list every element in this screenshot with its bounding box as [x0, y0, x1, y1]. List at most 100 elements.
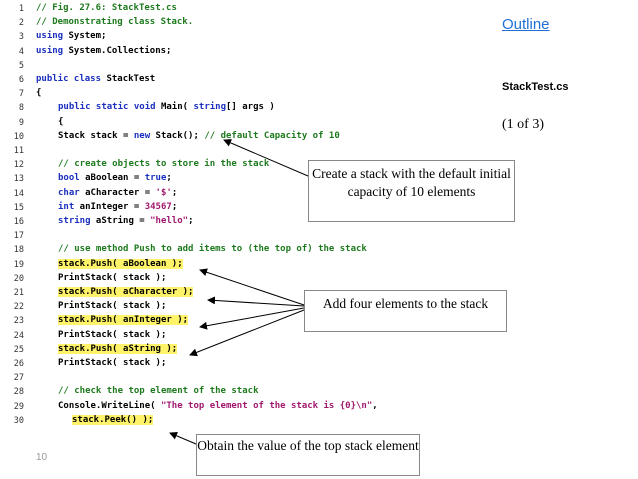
code-row: 27 [0, 371, 500, 385]
line-number: 19 [13, 259, 24, 270]
code-line-29: Console.WriteLine( "The top element of t… [58, 401, 378, 411]
code-line-3: using System; [36, 31, 106, 41]
code-text: anInteger = [74, 201, 145, 212]
line-number: 10 [13, 131, 24, 142]
keyword: int [58, 201, 75, 212]
code-text: ; [171, 187, 178, 198]
code-text: ; [166, 173, 172, 184]
code-text: , [372, 400, 378, 411]
callout-push-elements: Add four elements to the stack [304, 290, 507, 332]
code-row: 24 PrintStack( stack ); [0, 329, 500, 343]
code-text: Console.WriteLine( [58, 400, 161, 411]
code-line-13: bool aBoolean = true; [58, 173, 172, 183]
code-line-24: PrintStack( stack ); [58, 329, 167, 340]
code-line-14: char aCharacter = '$'; [58, 188, 177, 198]
line-number: 22 [13, 302, 24, 313]
callout-peek-top: Obtain the value of the top stack elemen… [196, 434, 420, 476]
code-comment: // default Capacity of 10 [204, 130, 340, 141]
code-text: aBoolean = [79, 173, 145, 184]
string-literal: "hello" [150, 216, 189, 226]
code-line-16: string aString = "hello"; [58, 216, 193, 226]
callout-default-capacity: Create a stack with the default initial … [308, 160, 515, 222]
keyword: public static void [58, 102, 156, 113]
code-line-4: using System.Collections; [36, 46, 171, 56]
keyword: string [58, 216, 91, 226]
code-line-15: int anInteger = 34567; [58, 202, 177, 212]
code-row: 25 stack.Push( aString ); [0, 343, 500, 357]
code-line-22: PrintStack( stack ); [58, 301, 167, 312]
line-number: 12 [13, 160, 24, 171]
line-number: 29 [13, 401, 24, 412]
line-number: 6 [18, 75, 24, 85]
code-text: aString = [90, 216, 151, 226]
code-text: StackTest [101, 74, 156, 84]
line-number: 17 [13, 231, 24, 242]
code-line-18: // use method Push to add items to (the … [58, 244, 367, 255]
code-text: ; [188, 216, 194, 226]
line-number: 20 [13, 273, 24, 284]
file-name-label: StackTest.cs [502, 81, 569, 93]
line-number: 16 [13, 217, 24, 227]
line-number: 30 [13, 415, 24, 426]
code-text: [] args ) [226, 102, 275, 113]
code-listing-continued [0, 0, 500, 479]
code-text: aCharacter = [79, 187, 156, 198]
keyword: true [144, 173, 167, 184]
keyword: public class [36, 74, 102, 84]
line-number: 5 [18, 60, 24, 71]
line-number: 14 [13, 188, 24, 199]
line-number: 28 [13, 387, 24, 398]
keyword: using [36, 31, 64, 42]
keyword: string [193, 102, 226, 113]
code-text: System.Collections; [63, 45, 172, 56]
code-line-30: stack.Peek() ); [72, 414, 154, 425]
keyword: new [133, 130, 151, 141]
code-row: 26 PrintStack( stack ); [0, 357, 500, 371]
code-line-1: // Fig. 27.6: StackTest.cs [36, 3, 177, 13]
code-line-6: public class StackTest [36, 74, 155, 84]
code-line-8: public static void Main( string[] args ) [58, 102, 275, 112]
string-literal: '$' [155, 187, 172, 198]
line-number: 18 [13, 245, 24, 256]
line-number: 9 [18, 117, 24, 128]
code-line-7: { [36, 88, 42, 99]
code-row: 28 // check the top element of the stack [0, 385, 500, 399]
code-line-20: PrintStack( stack ); [58, 272, 167, 283]
code-line-28: // check the top element of the stack [58, 386, 259, 397]
slide-number: 10 [36, 452, 48, 463]
line-number: 13 [13, 174, 24, 185]
line-number: 4 [18, 46, 24, 57]
line-number: 23 [13, 316, 24, 327]
code-row: 29 Console.WriteLine( "The top element of… [0, 400, 500, 414]
code-text: Main( [155, 102, 194, 113]
code-line-26: PrintStack( stack ); [58, 358, 167, 368]
code-line-23: stack.Push( anInteger ); [58, 315, 189, 326]
code-line-9: { [58, 116, 64, 127]
line-number: 15 [13, 202, 24, 213]
keyword: using [36, 45, 64, 56]
line-number: 25 [13, 344, 24, 355]
line-number: 26 [13, 359, 24, 369]
keyword: char [58, 187, 80, 198]
page-indicator: (1 of 3) [502, 117, 544, 132]
line-number: 21 [13, 288, 24, 298]
line-number: 2 [18, 18, 24, 29]
line-number: 24 [13, 330, 24, 341]
code-text: ; [171, 201, 178, 212]
code-line-25: stack.Push( aString ); [58, 343, 178, 354]
code-line-21: stack.Push( aCharacter ); [58, 287, 194, 297]
line-number: 8 [18, 103, 24, 114]
number-literal: 34567 [144, 201, 172, 212]
outline-link[interactable]: Outline [502, 16, 550, 33]
line-number: 1 [18, 4, 24, 14]
code-text: System; [63, 31, 107, 42]
code-row: 30 stack.Peek() ); [0, 414, 500, 428]
string-literal: "The top element of the stack is {0}\n" [160, 400, 373, 411]
line-number: 27 [13, 373, 24, 384]
line-number: 7 [18, 89, 24, 100]
line-number: 11 [13, 146, 24, 156]
line-number: 3 [18, 32, 24, 43]
code-text: Stack stack = [58, 130, 134, 141]
code-line-2: // Demonstrating class Stack. [36, 17, 194, 28]
code-line-10: Stack stack = new Stack(); // default Ca… [58, 131, 340, 141]
